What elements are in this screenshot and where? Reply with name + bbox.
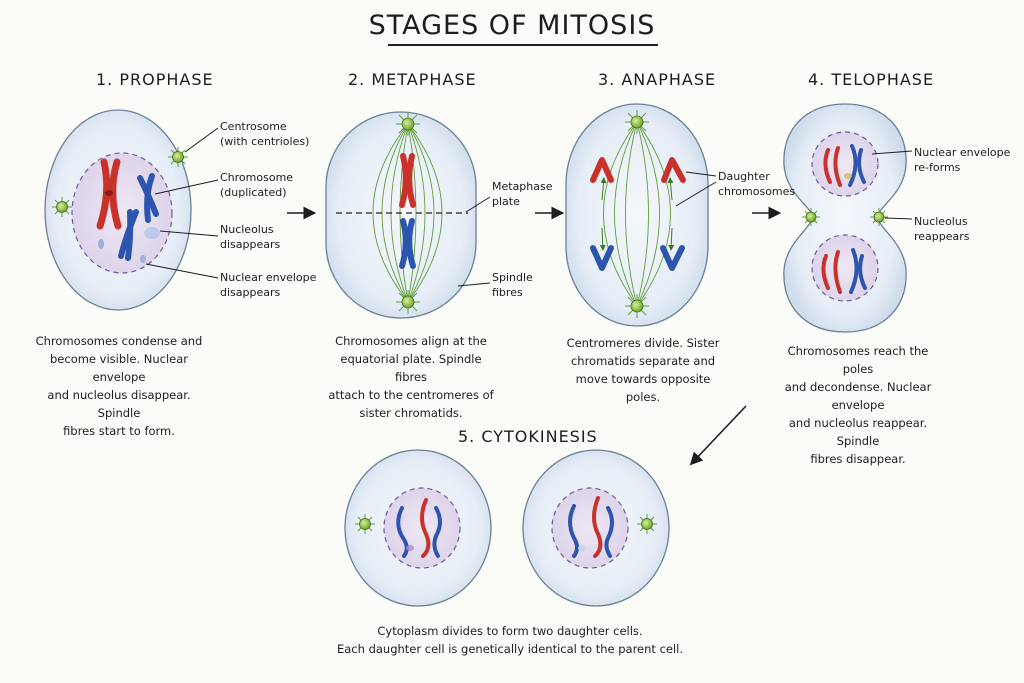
metaphase-cell (325, 111, 477, 319)
anaphase-leaders (675, 171, 717, 207)
cytokinesis-left-cell (344, 449, 492, 607)
label-nucleolus-disappears: Nucleolus disappears (220, 223, 281, 251)
prophase-leaders (145, 127, 219, 279)
metaphase-spindle-fibres (372, 123, 443, 303)
telophase-title: 4. TELOPHASE (808, 70, 935, 89)
telophase-leaders (871, 150, 913, 220)
label-metaphase-plate: Metaphase plate (492, 180, 553, 208)
prophase-title: 1. PROPHASE (96, 70, 214, 89)
diagram-title: STAGES OF MITOSIS (368, 10, 656, 41)
blue-chromosome-lower (118, 209, 139, 261)
label-chromosome: Chromosome (duplicated) (220, 171, 294, 199)
telophase-cell (783, 103, 907, 333)
label-nuclear-envelope-reforms: Nuclear envelope re-forms (914, 146, 1011, 174)
metaphase-bottom-centrosome (401, 295, 415, 309)
label-daughter-chromosomes: Daughter chromosomes (718, 170, 796, 198)
prophase-cell (44, 109, 192, 311)
title-underline (388, 44, 658, 46)
blue-chromosome-upper (137, 173, 159, 223)
cytokinesis-title: 5. CYTOKINESIS (458, 427, 598, 446)
cytokinesis-caption: Cytoplasm divides to form two daughter c… (336, 624, 684, 656)
label-spindle-fibres: Spindle fibres (492, 271, 533, 299)
metaphase-red-chromosome (399, 153, 416, 208)
anaphase-blue-left (590, 245, 614, 271)
anaphase-cell (565, 103, 709, 327)
label-nucleolus-reappears: Nucleolus reappears (914, 215, 970, 243)
anaphase-red-left (590, 157, 614, 183)
label-centrosome: Centrosome (with centrioles) (220, 120, 310, 148)
label-nuclear-envelope-disappears: Nuclear envelope disappears (220, 271, 317, 299)
cytokinesis-right-cell (522, 449, 670, 607)
metaphase-leaders (457, 196, 491, 287)
metaphase-blue-chromosome (399, 218, 416, 269)
metaphase-top-centrosome (401, 117, 415, 131)
arrow-4-5 (689, 405, 747, 466)
metaphase-title: 2. METAPHASE (348, 70, 477, 89)
red-chromosome (96, 158, 122, 230)
nucleolus (144, 227, 160, 239)
anaphase-red-right (661, 157, 686, 183)
prophase-centrosome-left (52, 197, 72, 217)
anaphase-title: 3. ANAPHASE (598, 70, 717, 89)
telophase-top-nucleus (811, 131, 879, 197)
prophase-centrosome-right (168, 147, 188, 167)
anaphase-spindle-fibres (603, 121, 671, 307)
anaphase-blue-right (660, 245, 685, 271)
